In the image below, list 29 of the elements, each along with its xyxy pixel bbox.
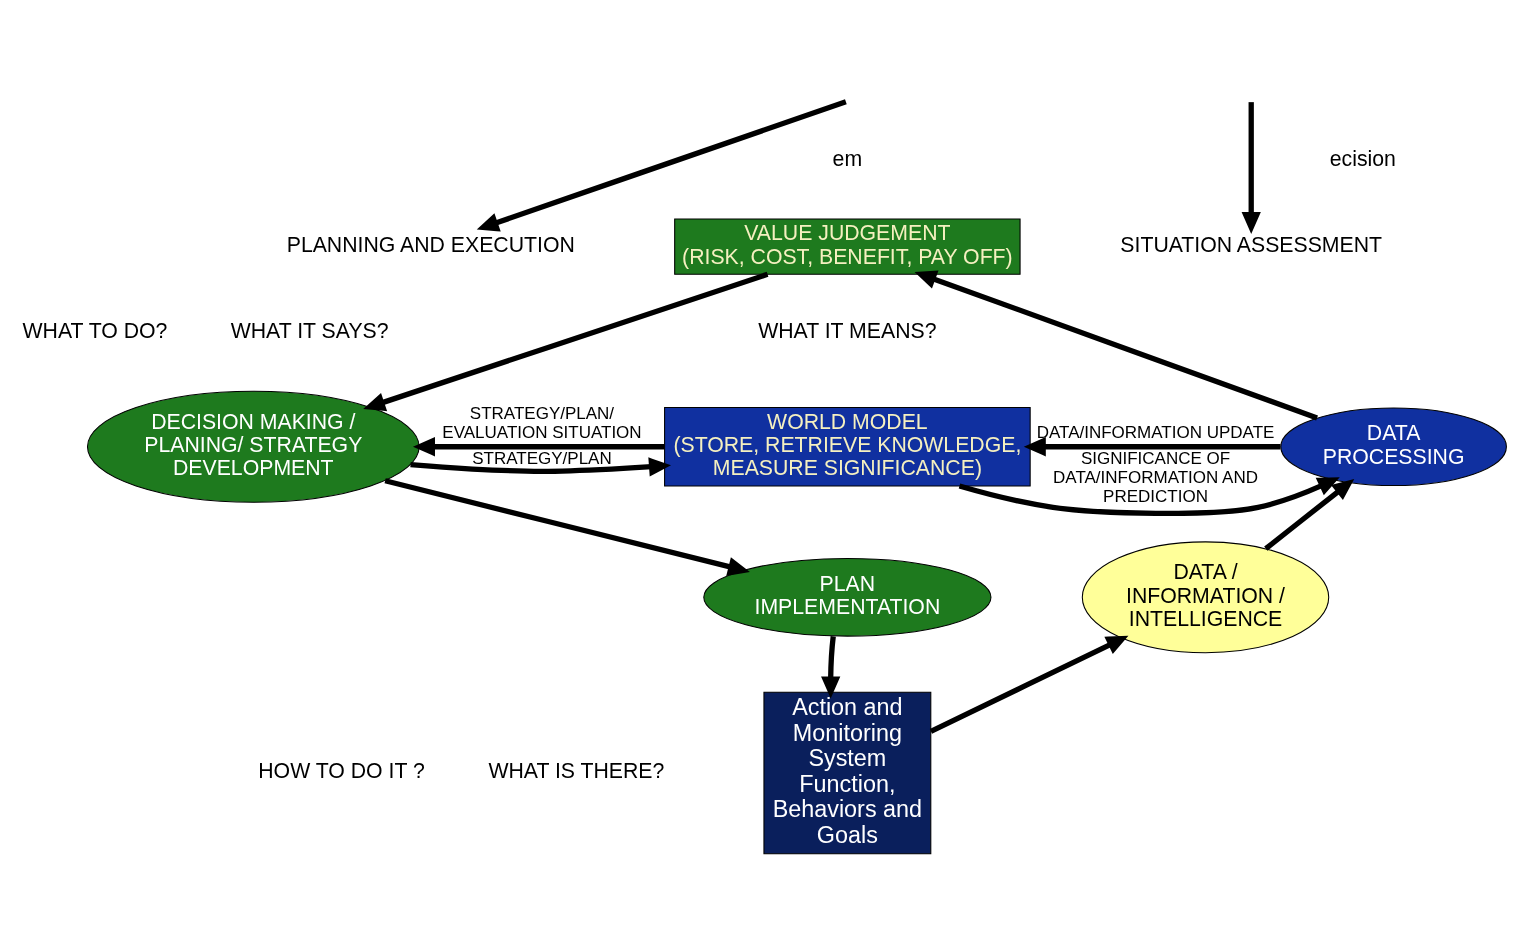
arrow bbox=[412, 436, 664, 456]
label: ecision bbox=[1329, 146, 1396, 171]
node-text: SITUATION ASSESSMENT bbox=[1119, 232, 1382, 257]
edge-label: SIGNIFICANCE OF DATA/INFORMATION AND PREDICTION bbox=[1052, 448, 1258, 506]
arrow bbox=[914, 269, 1318, 420]
arrow bbox=[384, 477, 750, 576]
label: HOW TO DO IT ? bbox=[257, 758, 425, 783]
edge-label: DATA/INFORMATION UPDATE bbox=[1036, 422, 1274, 442]
arrow bbox=[362, 271, 768, 411]
node-ellipse: DATA PROCESSING bbox=[1279, 406, 1507, 486]
arrow bbox=[1023, 436, 1281, 456]
label: WHAT TO DO? bbox=[22, 318, 167, 343]
node-box: WORLD MODEL (STORE, RETRIEVE KNOWLEDGE, MEASURE SIGNIFICANCE) bbox=[663, 406, 1031, 487]
label: WHAT IT SAYS? bbox=[230, 318, 389, 343]
edge-label: STRATEGY/PLAN/ EVALUATION SITUATION bbox=[441, 403, 642, 442]
arrow bbox=[476, 98, 847, 231]
node-box: Action and Monitoring System Function, Behaviors and Goals bbox=[762, 691, 931, 854]
label: WHAT IS THERE? bbox=[487, 758, 664, 783]
arrow bbox=[820, 635, 840, 699]
label: em bbox=[832, 146, 862, 171]
arrow bbox=[409, 456, 671, 476]
arrow bbox=[929, 635, 1128, 734]
node-text: PLANNING AND EXECUTION bbox=[286, 232, 575, 257]
edge-label: STRATEGY/PLAN bbox=[471, 448, 612, 468]
label: WHAT IT MEANS? bbox=[757, 318, 937, 343]
arrow bbox=[958, 476, 1340, 516]
node-box: VALUE JUDGEMENT (RISK, COST, BENEFIT, PAY OFF) bbox=[673, 217, 1021, 275]
arrow bbox=[1241, 101, 1261, 234]
arrow bbox=[1263, 478, 1354, 551]
